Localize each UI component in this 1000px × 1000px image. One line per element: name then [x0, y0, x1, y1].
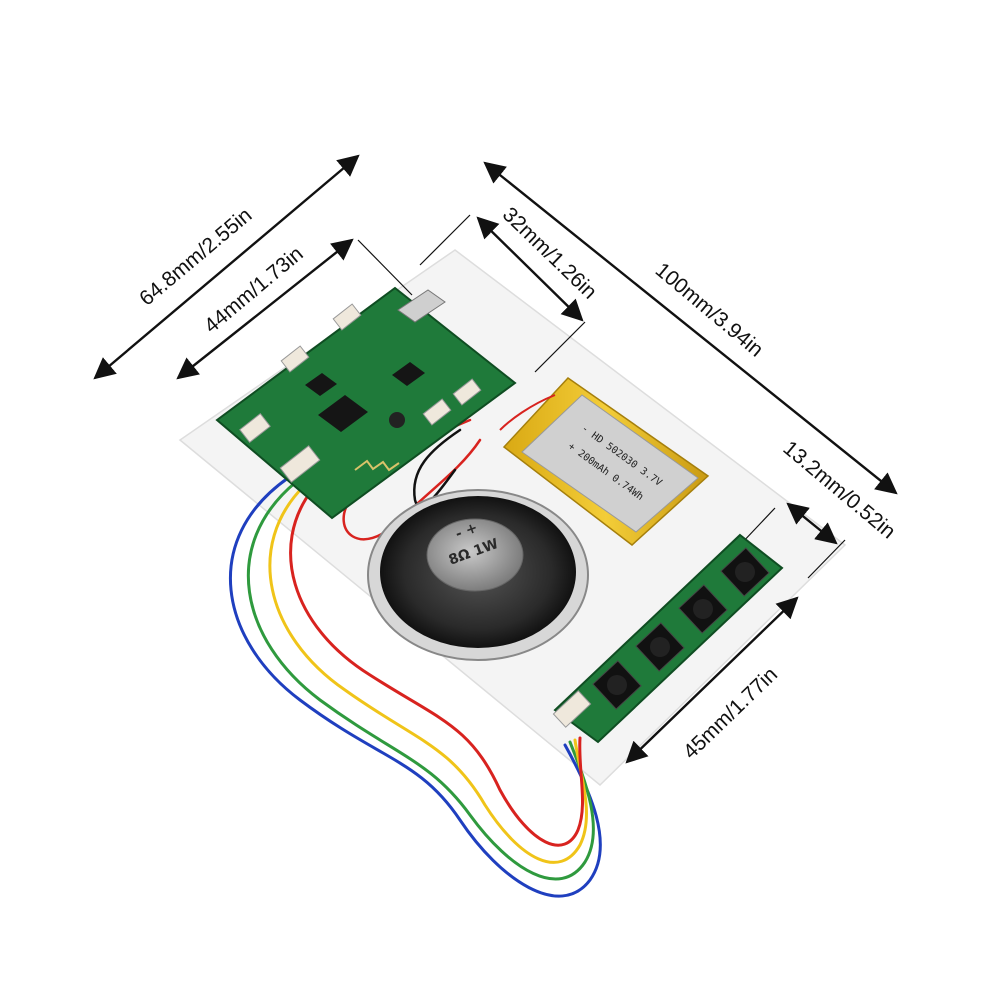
button-1[interactable]	[592, 660, 642, 710]
wire-green	[246, 480, 595, 881]
antenna-trace	[354, 459, 400, 472]
dim-line-button-width	[786, 502, 838, 545]
button-board	[552, 533, 784, 744]
ribbon-wires	[228, 418, 602, 898]
dim-label-board-inner: 44mm/1.73in	[200, 242, 308, 338]
button-3[interactable]	[678, 584, 728, 634]
connector-6	[452, 378, 482, 406]
button-4[interactable]	[720, 547, 770, 597]
button-2[interactable]	[635, 622, 685, 672]
dimension-lines	[93, 154, 898, 764]
speaker: 8Ω 1W - +	[367, 489, 589, 661]
speaker-magnet	[426, 518, 524, 592]
connector-3	[239, 412, 271, 444]
connector-4	[279, 445, 321, 483]
connector-1	[332, 303, 362, 331]
wire-red	[289, 488, 584, 847]
wire-blue	[228, 476, 602, 898]
dim-line-button-length	[625, 596, 799, 764]
chip-2	[305, 373, 337, 396]
connector-2	[280, 345, 310, 373]
battery: - HD 502030 3.7V + 200mAh 0.74Wh	[499, 377, 710, 546]
main-chip	[318, 395, 368, 432]
battery-wires	[499, 394, 556, 431]
dim-line-overall-length	[483, 161, 898, 495]
button-connector	[552, 690, 592, 728]
usb-c-port	[397, 289, 446, 323]
speaker-wire-black	[412, 428, 462, 508]
tact-buttons	[592, 547, 770, 710]
connector-5	[422, 398, 452, 426]
dim-line-board-inner	[176, 238, 354, 380]
chip-3	[392, 362, 425, 386]
wire-yellow	[268, 484, 588, 864]
speaker-polarity: - +	[453, 520, 480, 543]
main-pcb	[215, 286, 517, 520]
capacitor	[389, 412, 405, 428]
